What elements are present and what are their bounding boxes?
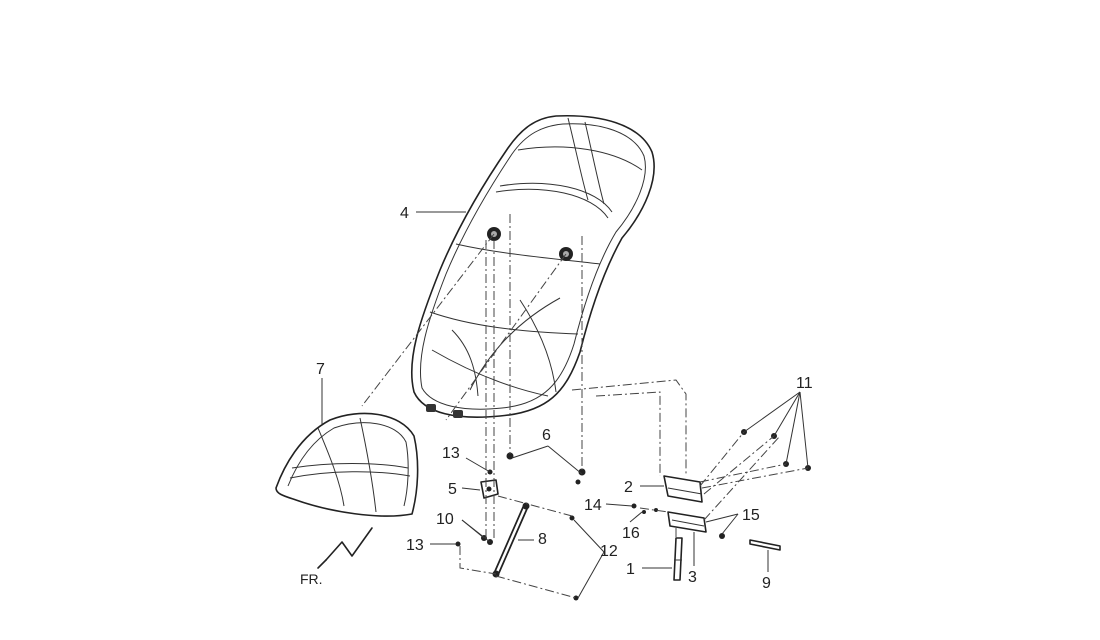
- callout-13-lower: 13: [406, 537, 424, 554]
- callout-16: 16: [622, 525, 640, 542]
- lock-bracket-part-3: [667, 511, 707, 533]
- latch-rod-part-1: [673, 537, 683, 581]
- callout-9: 9: [762, 575, 771, 592]
- callout-12: 12: [600, 543, 618, 560]
- callout-8: 8: [538, 531, 547, 548]
- callout-10: 10: [436, 511, 454, 528]
- callout-13-upper: 13: [442, 445, 460, 462]
- callout-14: 14: [584, 497, 602, 514]
- pin-part-9: [749, 539, 781, 551]
- backrest-part: [275, 412, 419, 517]
- hinge-bracket-part-2: [663, 475, 703, 503]
- bracket-part-5: [480, 479, 499, 499]
- callout-6: 6: [542, 427, 551, 444]
- callout-4: 4: [400, 205, 409, 222]
- gas-strut-part: [492, 502, 530, 578]
- callout-3: 3: [688, 569, 697, 586]
- callout-7: 7: [316, 361, 325, 378]
- callout-5: 5: [448, 481, 457, 498]
- front-direction-label: FR.: [300, 571, 323, 587]
- callout-11: 11: [796, 375, 813, 392]
- seat-part: [410, 114, 655, 418]
- seat-hook: [426, 404, 463, 418]
- callout-2: 2: [624, 479, 633, 496]
- callout-1: 1: [626, 561, 635, 578]
- callout-15: 15: [742, 507, 760, 524]
- front-direction-arrow-icon: [317, 527, 373, 569]
- assembly-lines: [361, 214, 809, 599]
- leader-lines: [321, 211, 809, 599]
